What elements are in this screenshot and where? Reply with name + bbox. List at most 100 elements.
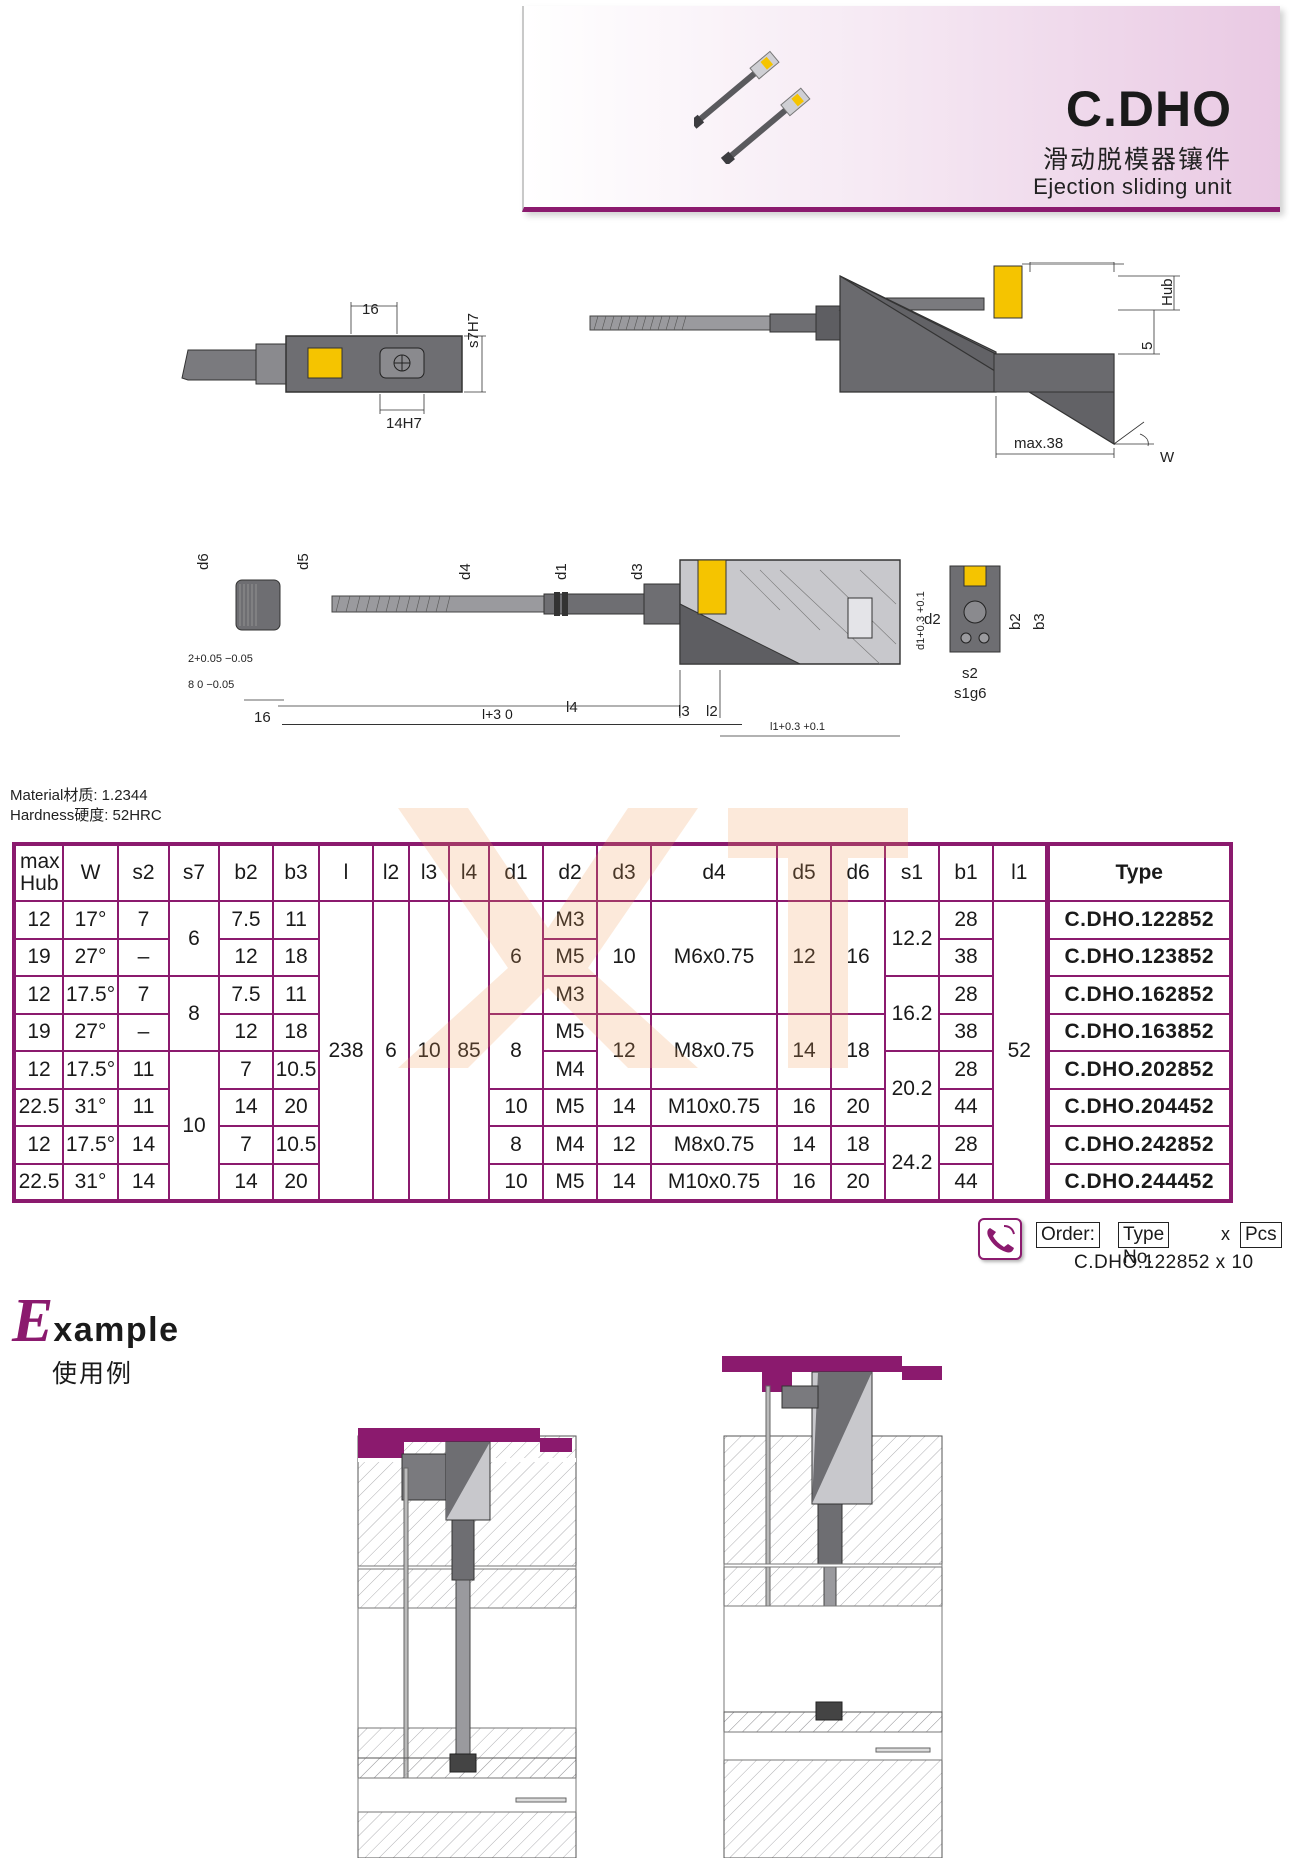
cell-d1: 8: [488, 1012, 544, 1090]
cell-d1: 8: [488, 1125, 544, 1165]
cell-s2: 11: [117, 1087, 170, 1127]
cell-d3: 14: [596, 1087, 652, 1127]
cell-d2: M4: [542, 1125, 598, 1165]
table-row: 12 17.5° 14 7 10.5 8 M4 12 M8x0.75 14 18…: [13, 1125, 1232, 1202]
cell-w: 17°: [62, 900, 119, 940]
cell-d2: M5: [542, 937, 598, 977]
order-label: Order:: [1036, 1222, 1100, 1248]
cell-b2: 12: [218, 937, 274, 977]
col-s1: s1: [884, 843, 940, 902]
cell-b2: 7.5: [218, 975, 274, 1015]
dim-hub: Hub: [1159, 278, 1176, 306]
cell-type: C.DHO.204452: [1044, 1087, 1232, 1127]
col-l3: l3: [408, 843, 450, 902]
cell-hub: 22.5: [13, 1087, 64, 1127]
table-row: 12 17.5° 7 8 7.5 11 M3 16.2 28 C.DHO.162…: [13, 975, 1232, 1052]
dim-b2: b2: [1007, 613, 1024, 630]
cell-s1: 12.2: [884, 900, 940, 977]
cell-d1: 10: [488, 1087, 544, 1127]
dim-nut-16: 16: [254, 709, 271, 726]
cell-type: C.DHO.242852: [1044, 1125, 1232, 1165]
dim-w: W: [1160, 449, 1175, 466]
cell-b2: 14: [218, 1087, 274, 1127]
cell-b1: 38: [938, 937, 994, 977]
table-row: 19 27° – 12 18 M5 38 C.DHO.123852: [13, 937, 1232, 977]
cell-b3: 20: [272, 1162, 320, 1202]
dim-l3: l3: [678, 703, 690, 720]
material-block: Material材质: 1.2344 Hardness硬度: 52HRC: [10, 786, 162, 826]
cell-s1: 16.2: [884, 975, 940, 1052]
dim-d2: d2: [924, 611, 941, 628]
col-b2: b2: [218, 843, 274, 902]
cell-type: C.DHO.163852: [1044, 1012, 1232, 1052]
cell-b2: 12: [218, 1012, 274, 1052]
cell-b3: 10.5: [272, 1050, 320, 1090]
cell-l2: 6: [372, 900, 410, 1202]
col-b3: b3: [272, 843, 320, 902]
top-view-drawing: 16 14H7 s7H7: [181, 301, 486, 430]
cell-d2: M4: [542, 1050, 598, 1090]
col-l: l: [318, 843, 374, 902]
cell-l4: 85: [448, 900, 490, 1202]
dim-14-top: 14H7: [386, 415, 422, 430]
col-d1: d1: [488, 843, 544, 902]
dim-max38: max.38: [1014, 435, 1063, 452]
dim-s2: s2: [962, 665, 978, 682]
dim-s7-top: s7H7: [465, 313, 482, 348]
cell-d2: M5: [542, 1087, 598, 1127]
cell-l3: 10: [408, 900, 450, 1202]
cell-b3: 11: [272, 975, 320, 1015]
cell-b1: 28: [938, 900, 994, 940]
dim-l-total-wrapper: l+3 0: [282, 706, 742, 742]
cell-b2: 14: [218, 1162, 274, 1202]
cell-hub: 12: [13, 975, 64, 1015]
cell-w: 17.5°: [62, 1125, 119, 1165]
product-photo: [694, 50, 811, 164]
cell-d2: M3: [542, 975, 598, 1015]
product-title-en: Ejection sliding unit: [1033, 174, 1232, 199]
cell-b3: 18: [272, 1012, 320, 1052]
dim-nut-2: 2+0.05 −0.05: [188, 653, 253, 665]
cell-b2: 7: [218, 1125, 274, 1165]
dim-b3: b3: [1031, 613, 1048, 630]
table-row: 12 17° 7 6 7.5 11 238 6 10 85 6 M3 10 M6…: [13, 900, 1232, 1202]
cell-s2: 11: [117, 1050, 170, 1090]
dim-l-total: l+3 0: [482, 706, 513, 722]
cell-b3: 20: [272, 1087, 320, 1127]
example-initial: E: [12, 1287, 54, 1355]
cell-hub: 12: [13, 1050, 64, 1090]
cell-d2: M5: [542, 1162, 598, 1202]
cell-type: C.DHO.162852: [1044, 975, 1232, 1015]
dim-l2: l2: [706, 703, 718, 720]
cell-hub: 19: [13, 1012, 64, 1052]
example-drawing-closed: [357, 1428, 577, 1858]
col-l2: l2: [372, 843, 410, 902]
hardness-line: Hardness硬度: 52HRC: [10, 807, 162, 824]
col-s2: s2: [117, 843, 170, 902]
cell-d6: 20: [830, 1162, 886, 1202]
cell-w: 27°: [62, 1012, 119, 1052]
cell-w: 31°: [62, 1162, 119, 1202]
cell-b3: 10.5: [272, 1125, 320, 1165]
dim-l1: l1+0.3 +0.1: [770, 721, 825, 733]
cell-s2: 7: [117, 900, 170, 940]
cell-d6: 18: [830, 1012, 886, 1090]
cell-s2: –: [117, 937, 170, 977]
cell-hub: 19: [13, 937, 64, 977]
cell-d1: 10: [488, 1162, 544, 1202]
cell-hub: 12: [13, 1125, 64, 1165]
cell-hub: 12: [13, 900, 64, 940]
dim-d6: d6: [195, 553, 212, 570]
order-type-no: Type No.: [1118, 1222, 1170, 1268]
table-row: 22.5 31° 11 14 20 10 M5 14 M10x0.75 16 2…: [13, 1087, 1232, 1127]
cell-d5: 12: [776, 900, 832, 1015]
cell-hub: 22.5: [13, 1162, 64, 1202]
order-pcs: Pcs: [1240, 1222, 1282, 1248]
col-d6: d6: [830, 843, 886, 902]
dim-d5: d5: [295, 553, 312, 570]
cell-type: C.DHO.202852: [1044, 1050, 1232, 1090]
cell-d3: 12: [596, 1125, 652, 1165]
dim-d1: d1: [553, 563, 570, 580]
dim-d1-tol: d1+0.3 +0.1: [915, 591, 927, 650]
